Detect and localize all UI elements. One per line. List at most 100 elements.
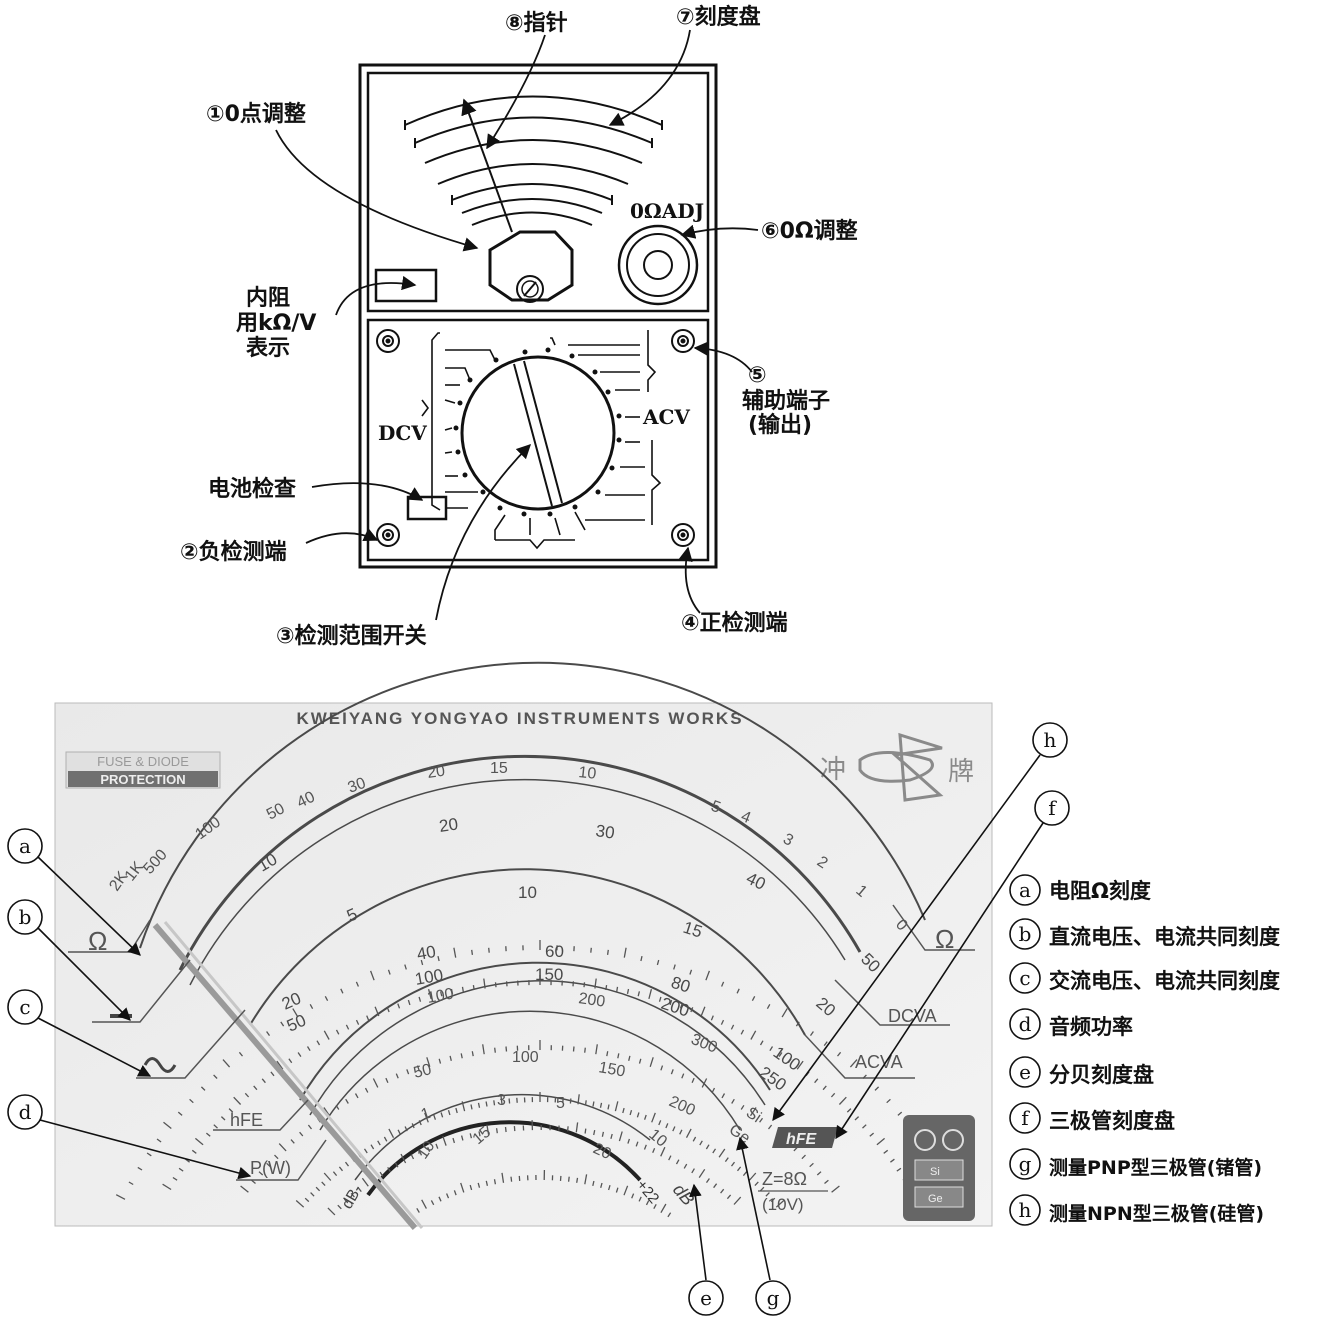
scale-tick bbox=[600, 1182, 603, 1188]
scale-tick bbox=[886, 1098, 891, 1104]
scale-tick bbox=[404, 964, 407, 970]
ohm-tick-label: 15 bbox=[490, 760, 508, 777]
scale-tick bbox=[795, 1021, 800, 1027]
scale-tick bbox=[128, 1181, 134, 1186]
scale-tick bbox=[364, 1087, 369, 1093]
scale-tick bbox=[137, 1166, 143, 1171]
db-tick-label: 3 bbox=[497, 1092, 506, 1109]
scale-tick bbox=[310, 1192, 315, 1197]
scale-tick bbox=[343, 1198, 349, 1204]
scale-tick bbox=[323, 1030, 330, 1040]
scale-tick bbox=[355, 981, 359, 987]
scale-tick bbox=[115, 1194, 126, 1200]
brand-char-right: 牌 bbox=[948, 757, 974, 787]
scale-tick bbox=[345, 1098, 349, 1104]
scale-tick bbox=[228, 1108, 234, 1113]
ge-slot bbox=[914, 1186, 964, 1208]
ohm-adjust-knob[interactable] bbox=[617, 224, 699, 306]
scale-tick bbox=[488, 947, 490, 953]
legend-item: a 电阻Ω刻度 bbox=[1009, 874, 1151, 906]
range-switch-label: ③检测范围开关 bbox=[276, 623, 427, 649]
ohm-adjust-knob-center bbox=[643, 250, 673, 280]
zero-adjust-screw[interactable] bbox=[516, 275, 544, 303]
dial-scale-arcs bbox=[404, 95, 663, 226]
protection-bar bbox=[68, 771, 218, 787]
scale-tick bbox=[493, 1179, 497, 1185]
scale-tick bbox=[673, 964, 676, 970]
scale-tick bbox=[280, 1021, 285, 1027]
scale-tick bbox=[730, 1161, 736, 1167]
ac-scale-label: ACVA bbox=[855, 1052, 903, 1072]
scale-tick bbox=[427, 989, 432, 1000]
scale-tick bbox=[200, 1086, 206, 1091]
scale-tick bbox=[453, 1190, 457, 1196]
scale-tick bbox=[669, 999, 673, 1006]
scale-tick bbox=[372, 1078, 379, 1088]
scale-tick bbox=[309, 1003, 314, 1010]
db-tick-label: 5 bbox=[556, 1095, 565, 1112]
scale-tick bbox=[321, 1181, 326, 1187]
scale-tick bbox=[736, 988, 740, 994]
mirror-strip bbox=[152, 923, 418, 1230]
scale-tick bbox=[645, 1200, 650, 1206]
scale-tick bbox=[471, 1051, 474, 1057]
battery-check-box bbox=[406, 495, 448, 521]
scale-tick bbox=[890, 1158, 895, 1163]
scale-tick bbox=[769, 1046, 774, 1052]
scale-panel-diagram: KWEIYANG YONGYAO INSTRUMENTS WORKS FUSE … bbox=[7, 661, 1280, 1316]
legend-text: 电阻Ω刻度 bbox=[1049, 879, 1151, 903]
ac-tick-label: 100 bbox=[413, 965, 444, 989]
scale-tick bbox=[178, 1167, 184, 1172]
scale-tick bbox=[649, 1057, 654, 1067]
scale-tick bbox=[781, 1008, 788, 1018]
scale-tick bbox=[189, 1098, 194, 1104]
scale-tick bbox=[501, 1172, 505, 1183]
scale-tick bbox=[394, 1162, 399, 1168]
ohm-left-symbol: Ω bbox=[88, 926, 107, 956]
scale-tick bbox=[660, 1065, 664, 1071]
range-switch-dots bbox=[453, 347, 622, 517]
scale-tick bbox=[665, 1123, 669, 1129]
scale-tick bbox=[469, 1133, 473, 1139]
scale-tick bbox=[460, 1135, 464, 1141]
scale-tick bbox=[251, 1179, 256, 1185]
range-switch-knob[interactable] bbox=[460, 355, 616, 511]
scale-tick bbox=[323, 1107, 331, 1117]
scale-tick bbox=[482, 1044, 485, 1055]
scale-tick bbox=[660, 1146, 666, 1157]
callout-circles bbox=[7, 722, 1070, 1316]
zero-adjust-housing bbox=[488, 230, 574, 302]
callout-f: f bbox=[1048, 796, 1057, 820]
ohm-adj-text: 0ΩADJ bbox=[630, 199, 704, 223]
scale-tick bbox=[370, 1144, 375, 1150]
scale-tick bbox=[854, 1116, 860, 1121]
scale-tick bbox=[406, 1069, 410, 1075]
hfe-badge-text: hFE bbox=[786, 1131, 818, 1148]
ohm-tick-label: 40 bbox=[294, 788, 318, 811]
scale-tick bbox=[387, 969, 391, 975]
acv-label: ACV bbox=[642, 405, 690, 429]
scale-tick bbox=[418, 1120, 422, 1126]
impedance-label: Z=8Ω bbox=[762, 1169, 807, 1189]
legend-text: 分贝刻度盘 bbox=[1049, 1063, 1154, 1087]
callout-h: h bbox=[1044, 728, 1057, 752]
scale-tick bbox=[681, 1073, 685, 1079]
scale-tick bbox=[576, 1177, 579, 1183]
callout-b: b bbox=[19, 905, 32, 929]
legend-text: 三极管刻度盘 bbox=[1049, 1109, 1175, 1133]
scale-tick bbox=[584, 1047, 586, 1053]
scale-tick bbox=[701, 1078, 708, 1088]
scale-tick bbox=[418, 996, 422, 1002]
scale-tick bbox=[814, 1078, 819, 1084]
scale-tick bbox=[276, 1060, 284, 1070]
hfe-tick-label: 100 bbox=[426, 986, 455, 1007]
scale-tick bbox=[610, 1133, 613, 1139]
scale-tick bbox=[361, 1177, 369, 1187]
scale-tick bbox=[416, 1065, 420, 1071]
scale-tick bbox=[631, 1193, 635, 1199]
scale-tick bbox=[577, 1094, 580, 1105]
scale-tick bbox=[306, 1046, 311, 1052]
mirror-strip-highlight bbox=[163, 921, 424, 1229]
scale-tick bbox=[726, 1194, 732, 1200]
hfe-badge bbox=[772, 1127, 838, 1148]
